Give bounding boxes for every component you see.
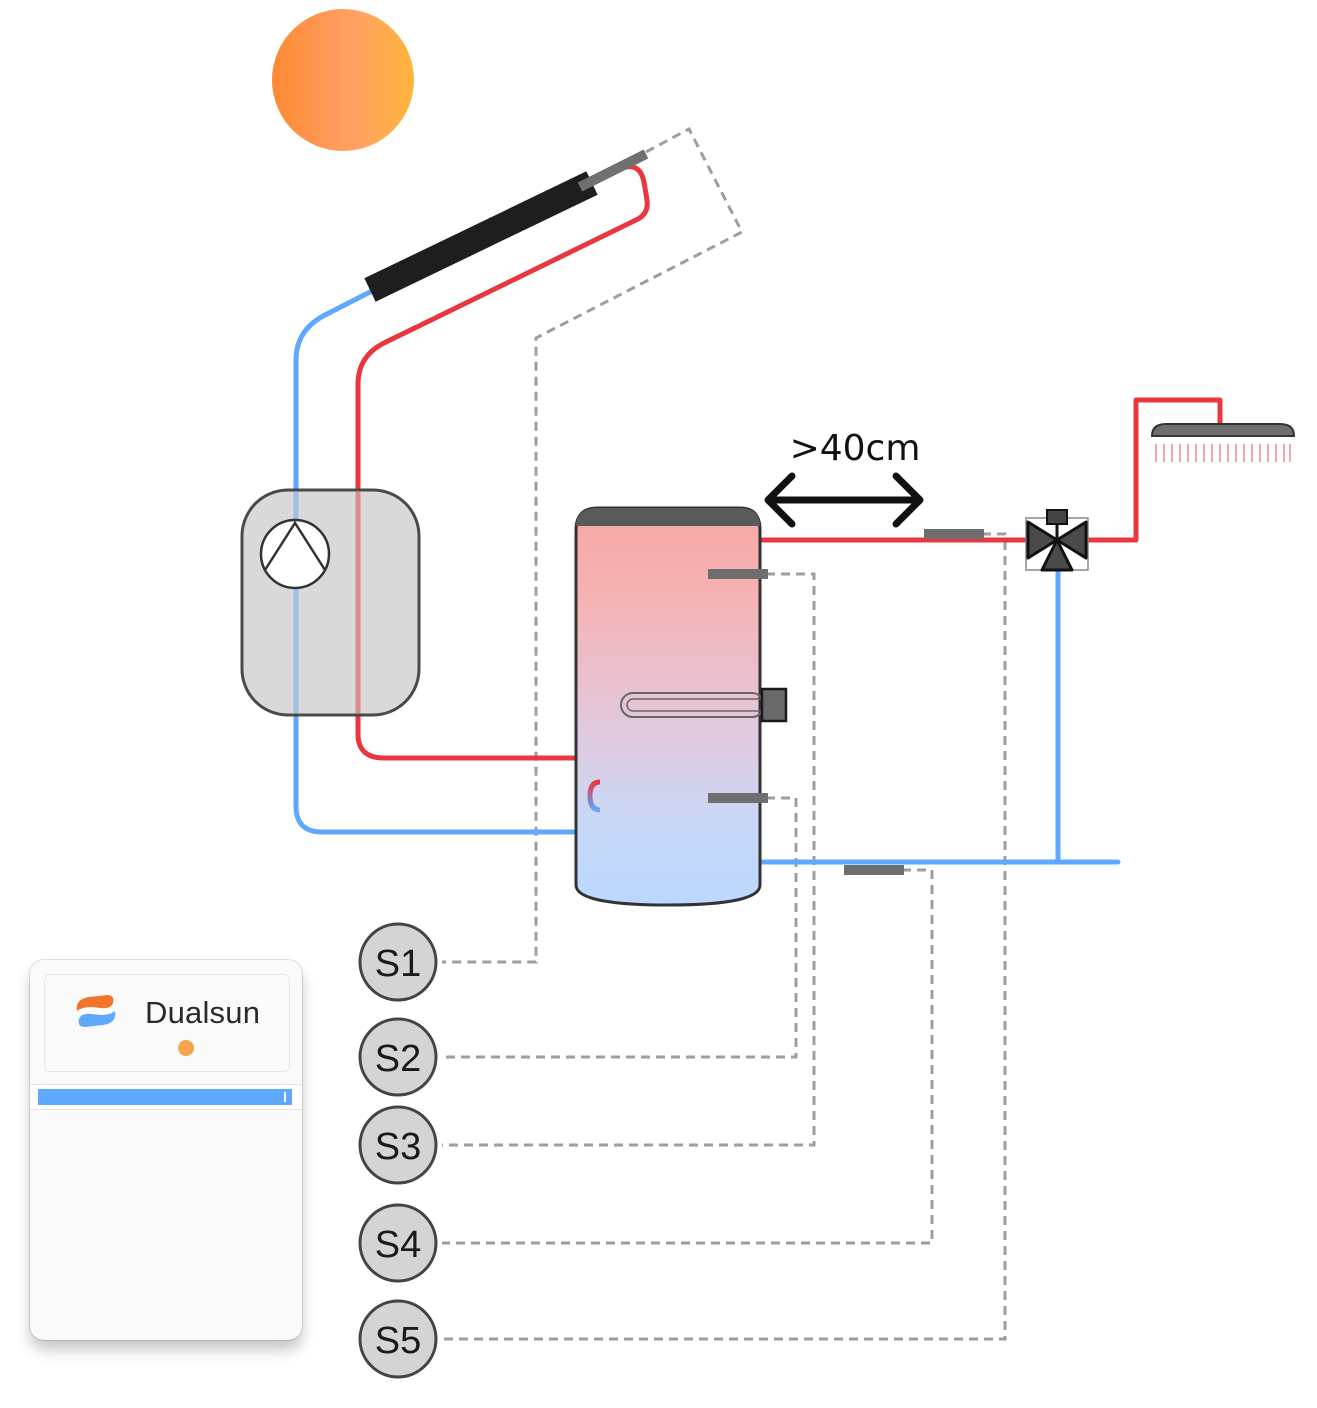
status-led xyxy=(178,1040,194,1056)
sensor-terminal-s4: S4 xyxy=(358,1203,438,1283)
s1-wire xyxy=(442,126,745,964)
mixing-valve-icon xyxy=(1025,509,1089,572)
sensor-label-s2: S2 xyxy=(375,1038,421,1080)
brand-logo-icon xyxy=(76,995,116,1027)
sensor-label-s1: S1 xyxy=(375,943,421,985)
sensor-label-s3: S3 xyxy=(375,1126,421,1168)
brand-name: Dualsun xyxy=(145,995,261,1030)
s5-wire xyxy=(442,532,1007,1341)
sun-icon xyxy=(272,9,414,151)
controller-light-strip xyxy=(38,1089,292,1105)
distance-arrow xyxy=(764,472,924,528)
sensor-terminal-s5: S5 xyxy=(358,1299,438,1379)
controller-band xyxy=(30,1084,302,1110)
s2-wire xyxy=(442,796,798,1059)
storage-tank xyxy=(574,506,788,907)
solar-controller: Dualsun xyxy=(30,960,302,1340)
sensor-label-s5: S5 xyxy=(375,1320,421,1362)
sensor-terminal-s3: S3 xyxy=(358,1105,438,1185)
collector-sensor-probe xyxy=(577,149,649,192)
shower-head-icon xyxy=(1150,423,1296,462)
pump-icon xyxy=(259,518,331,590)
heat-exchanger-coil xyxy=(587,779,601,813)
sensor-label-s4: S4 xyxy=(375,1224,421,1266)
sensor-terminal-s2: S2 xyxy=(358,1017,438,1097)
solar-collector xyxy=(364,149,649,302)
controller-display-panel: Dualsun xyxy=(44,974,290,1072)
sensor-terminal-s1: S1 xyxy=(358,922,438,1002)
immersion-heater-icon xyxy=(620,687,788,723)
s4-wire xyxy=(442,868,934,1245)
shower-pipe xyxy=(1083,397,1223,543)
pump-station xyxy=(240,488,421,717)
distance-label: >40cm xyxy=(790,428,921,469)
